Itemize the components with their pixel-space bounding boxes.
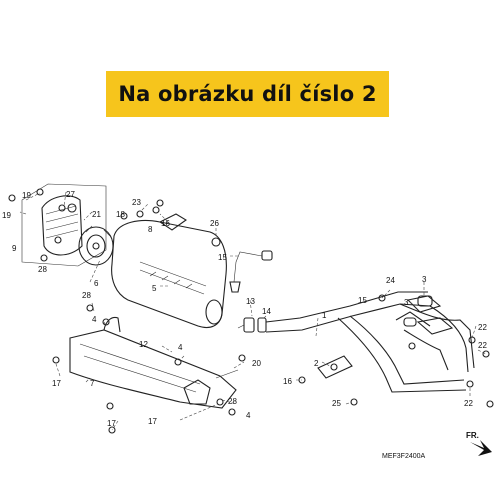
leader-lines [19,191,487,431]
label-11: 13 [246,297,255,306]
label-20: 20 [252,359,261,368]
label-28-a: 28 [38,265,47,274]
bracket-plate-part-2 [317,355,353,379]
label-17-a: 17 [52,379,61,388]
label-5: 5 [152,284,157,293]
label-21: 21 [92,210,101,219]
label-17-c: 17 [148,417,157,426]
label-14: 16 [161,219,170,228]
front-direction-label: FR. [466,431,479,440]
label-27: 27 [66,190,75,199]
label-1: 1 [322,311,327,320]
title-text: Na obrázku díl číslo 2 [118,82,377,106]
label-8: 7 [90,379,95,388]
exhaust-pipe [265,291,475,393]
label-4-c: 4 [246,411,251,420]
heat-shield-plate [21,183,107,267]
fasteners [8,188,494,434]
label-13: 15 [218,253,227,262]
front-arrow-icon [470,440,492,456]
label-28-c: 28 [228,397,237,406]
muffler-end-cap [78,225,114,266]
label-22-b: 22 [478,341,487,350]
label-23: 23 [132,198,141,207]
label-2: 2 [314,359,319,368]
label-24: 24 [386,276,395,285]
label-26: 26 [210,219,219,228]
label-16: 16 [283,377,292,386]
label-22-a: 22 [478,323,487,332]
label-22-c: 22 [464,399,473,408]
label-17-b: 17 [107,419,116,428]
label-12: 14 [262,307,271,316]
oxygen-sensor [229,250,273,293]
label-4-a: 4 [92,315,97,324]
label-10: 12 [139,340,148,349]
joint-gasket [237,317,267,333]
part-labels: 19 19 27 21 9 28 6 23 18 16 8 26 15 5 28… [2,190,492,460]
label-15: 15 [358,296,367,305]
label-4-b: 4 [178,343,183,352]
label-9: 9 [12,244,17,253]
label-19-a: 19 [22,191,31,200]
label-28-b: 28 [82,291,91,300]
label-18: 18 [116,210,125,219]
lower-protector [69,316,239,409]
label-6: 6 [94,279,99,288]
label-3-a: 3 [422,275,427,284]
diagram-code: MEF3F2400A [382,453,426,460]
label-25: 25 [332,399,341,408]
muffler [111,213,227,329]
label-7: 8 [148,225,153,234]
title-banner: Na obrázku díl číslo 2 [106,71,389,117]
label-19-b: 19 [2,211,11,220]
label-3-b: 3 [404,298,409,307]
